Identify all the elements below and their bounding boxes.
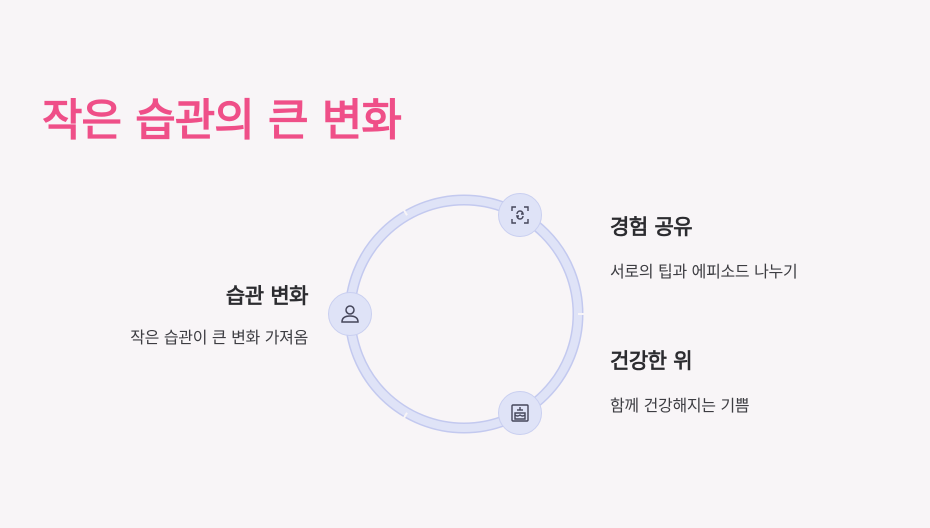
desc-healthy-stomach: 함께 건강해지는 기쁨 (610, 396, 750, 415)
heading-healthy-stomach: 건강한 위 (610, 349, 693, 373)
node-habit-change (328, 292, 372, 336)
share-icon (511, 206, 529, 224)
person-icon (341, 305, 359, 323)
heading-habit-change: 습관 변화 (225, 284, 309, 308)
node-share-experience (498, 193, 542, 237)
desc-share-experience: 서로의 팁과 에피소드 나누기 (610, 262, 798, 281)
page-title: 작은 습관의 큰 변화 (42, 95, 402, 146)
heading-share-experience: 경험 공유 (610, 215, 693, 239)
node-healthy-stomach (498, 391, 542, 435)
desc-habit-change: 작은 습관이 큰 변화 가져옴 (130, 328, 308, 347)
cake-icon (511, 404, 529, 422)
